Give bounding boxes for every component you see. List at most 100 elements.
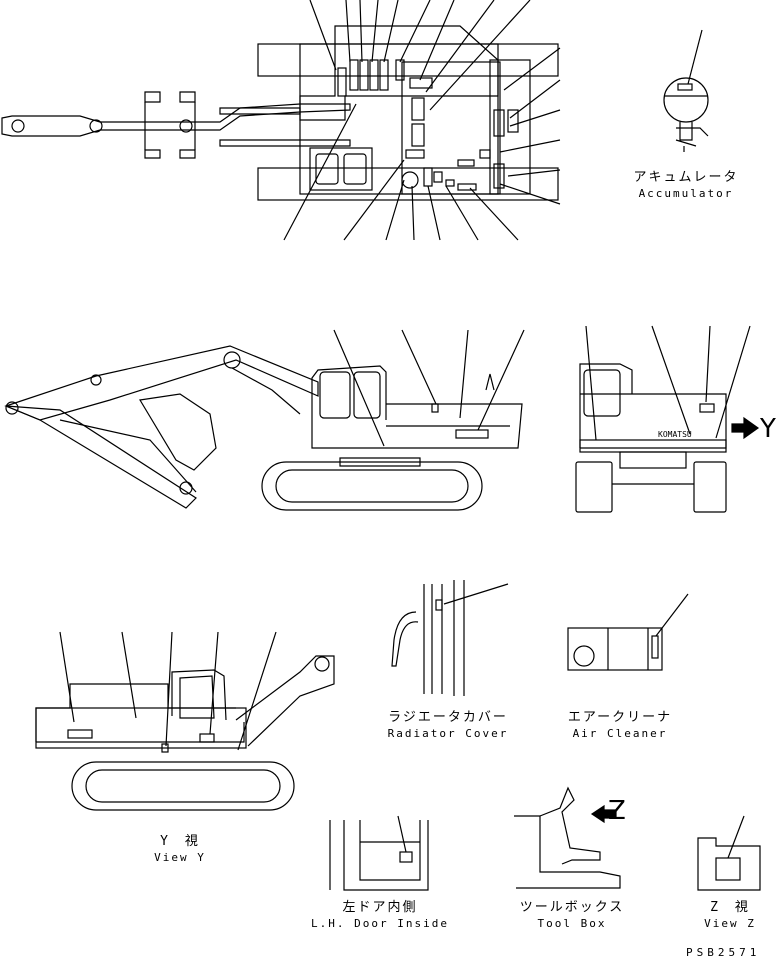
arm-top	[1, 103, 351, 137]
decal	[337, 67, 347, 97]
pin	[179, 119, 193, 133]
decal	[507, 109, 519, 133]
decal	[433, 171, 443, 183]
decal	[405, 149, 425, 159]
radiator-cover-drawing	[391, 580, 509, 696]
rear-track	[575, 461, 613, 513]
pin	[11, 119, 25, 133]
view-y	[35, 631, 335, 811]
fuel-cap	[401, 171, 419, 189]
boom-cylinder	[219, 107, 301, 115]
engine-hood	[401, 61, 501, 195]
cab-window	[319, 371, 351, 419]
brand-label: KOMATSU	[658, 430, 692, 439]
caption-jp: 左ドア内側	[342, 900, 418, 915]
decal	[651, 635, 659, 659]
decal	[399, 851, 413, 863]
caption-jp: エアークリーナ	[567, 710, 673, 725]
decal	[411, 123, 425, 147]
door-inside-drawing	[329, 815, 429, 891]
decal	[161, 743, 169, 753]
caption-en: View Y	[154, 851, 206, 864]
boom	[4, 345, 319, 421]
side-view	[4, 329, 525, 511]
decal	[409, 77, 433, 89]
pin	[5, 401, 19, 415]
boom-cylinder	[231, 367, 301, 415]
leader-lines	[585, 325, 751, 441]
cab-rear	[579, 363, 633, 448]
decal	[359, 59, 369, 91]
rear-track	[693, 461, 727, 513]
decal	[67, 729, 93, 739]
decal	[445, 179, 455, 187]
decal	[379, 59, 389, 91]
bucket-side	[144, 102, 196, 150]
air-cleaner-drawing	[567, 593, 689, 671]
caption-en: Radiator Cover	[387, 727, 509, 740]
caption-en: View Z	[704, 917, 756, 930]
view-z-drawing	[697, 815, 761, 891]
decal	[423, 167, 433, 187]
accumulator-drawing	[663, 29, 709, 152]
cab-outline	[299, 25, 499, 121]
caption-door-inside: 左ドア内側 L.H. Door Inside	[300, 900, 460, 932]
caption-radiator-cover: ラジエータカバー Radiator Cover	[378, 710, 518, 742]
bucket-teeth	[144, 91, 196, 103]
caption-en: L.H. Door Inside	[311, 917, 449, 930]
decal	[715, 857, 741, 881]
caption-air-cleaner: エアークリーナ Air Cleaner	[558, 710, 682, 742]
marker-y: Y	[760, 414, 776, 444]
arrow-y	[731, 416, 760, 440]
cab-window	[353, 371, 381, 419]
leader-lines	[309, 0, 531, 111]
decal	[395, 59, 405, 81]
leader-lines	[397, 815, 407, 853]
drawing-code: PSB2571	[686, 946, 761, 959]
arrow-z	[590, 804, 617, 824]
caption-jp: ツールボックス	[519, 900, 625, 915]
leader-lines	[499, 47, 561, 205]
exhaust	[485, 373, 495, 391]
caption-view-y: Y 視 View Y	[130, 834, 230, 866]
decal	[699, 403, 715, 413]
crawler-view-y	[71, 761, 295, 811]
decal	[369, 59, 379, 91]
leader-lines	[283, 103, 519, 241]
crawler	[261, 461, 483, 511]
cab-side	[171, 669, 227, 721]
marker-z: Z	[608, 796, 626, 826]
caption-tool-box: ツールボックス Tool Box	[510, 900, 634, 932]
upper-body	[311, 403, 523, 449]
caption-jp: Z 視	[710, 900, 750, 915]
pin	[89, 119, 103, 133]
leader-lines	[443, 583, 509, 605]
caption-accumulator: アキュムレータ Accumulator	[624, 170, 748, 202]
decal	[411, 97, 425, 121]
counterweight	[489, 59, 531, 195]
boom-side	[235, 655, 335, 747]
boom-cylinder	[219, 139, 351, 147]
decal	[431, 403, 439, 413]
pin	[223, 351, 241, 369]
bucket-teeth	[144, 149, 196, 159]
decal	[457, 183, 477, 191]
decal	[455, 429, 489, 439]
decal	[435, 599, 443, 611]
caption-jp: ラジエータカバー	[388, 710, 508, 725]
caption-en: Tool Box	[537, 917, 607, 930]
cab	[311, 365, 387, 420]
tool-box-drawing	[514, 786, 621, 889]
decal	[479, 149, 491, 159]
leader-lines	[727, 815, 745, 859]
caption-jp: Y 視	[160, 834, 200, 849]
decal	[349, 59, 359, 91]
caption-en: Accumulator	[638, 187, 734, 200]
leader-lines	[333, 329, 525, 447]
caption-en: Air Cleaner	[572, 727, 668, 740]
decal	[493, 109, 505, 137]
top-view	[1, 0, 561, 241]
grille-window	[343, 153, 367, 185]
rear-view	[575, 325, 760, 513]
